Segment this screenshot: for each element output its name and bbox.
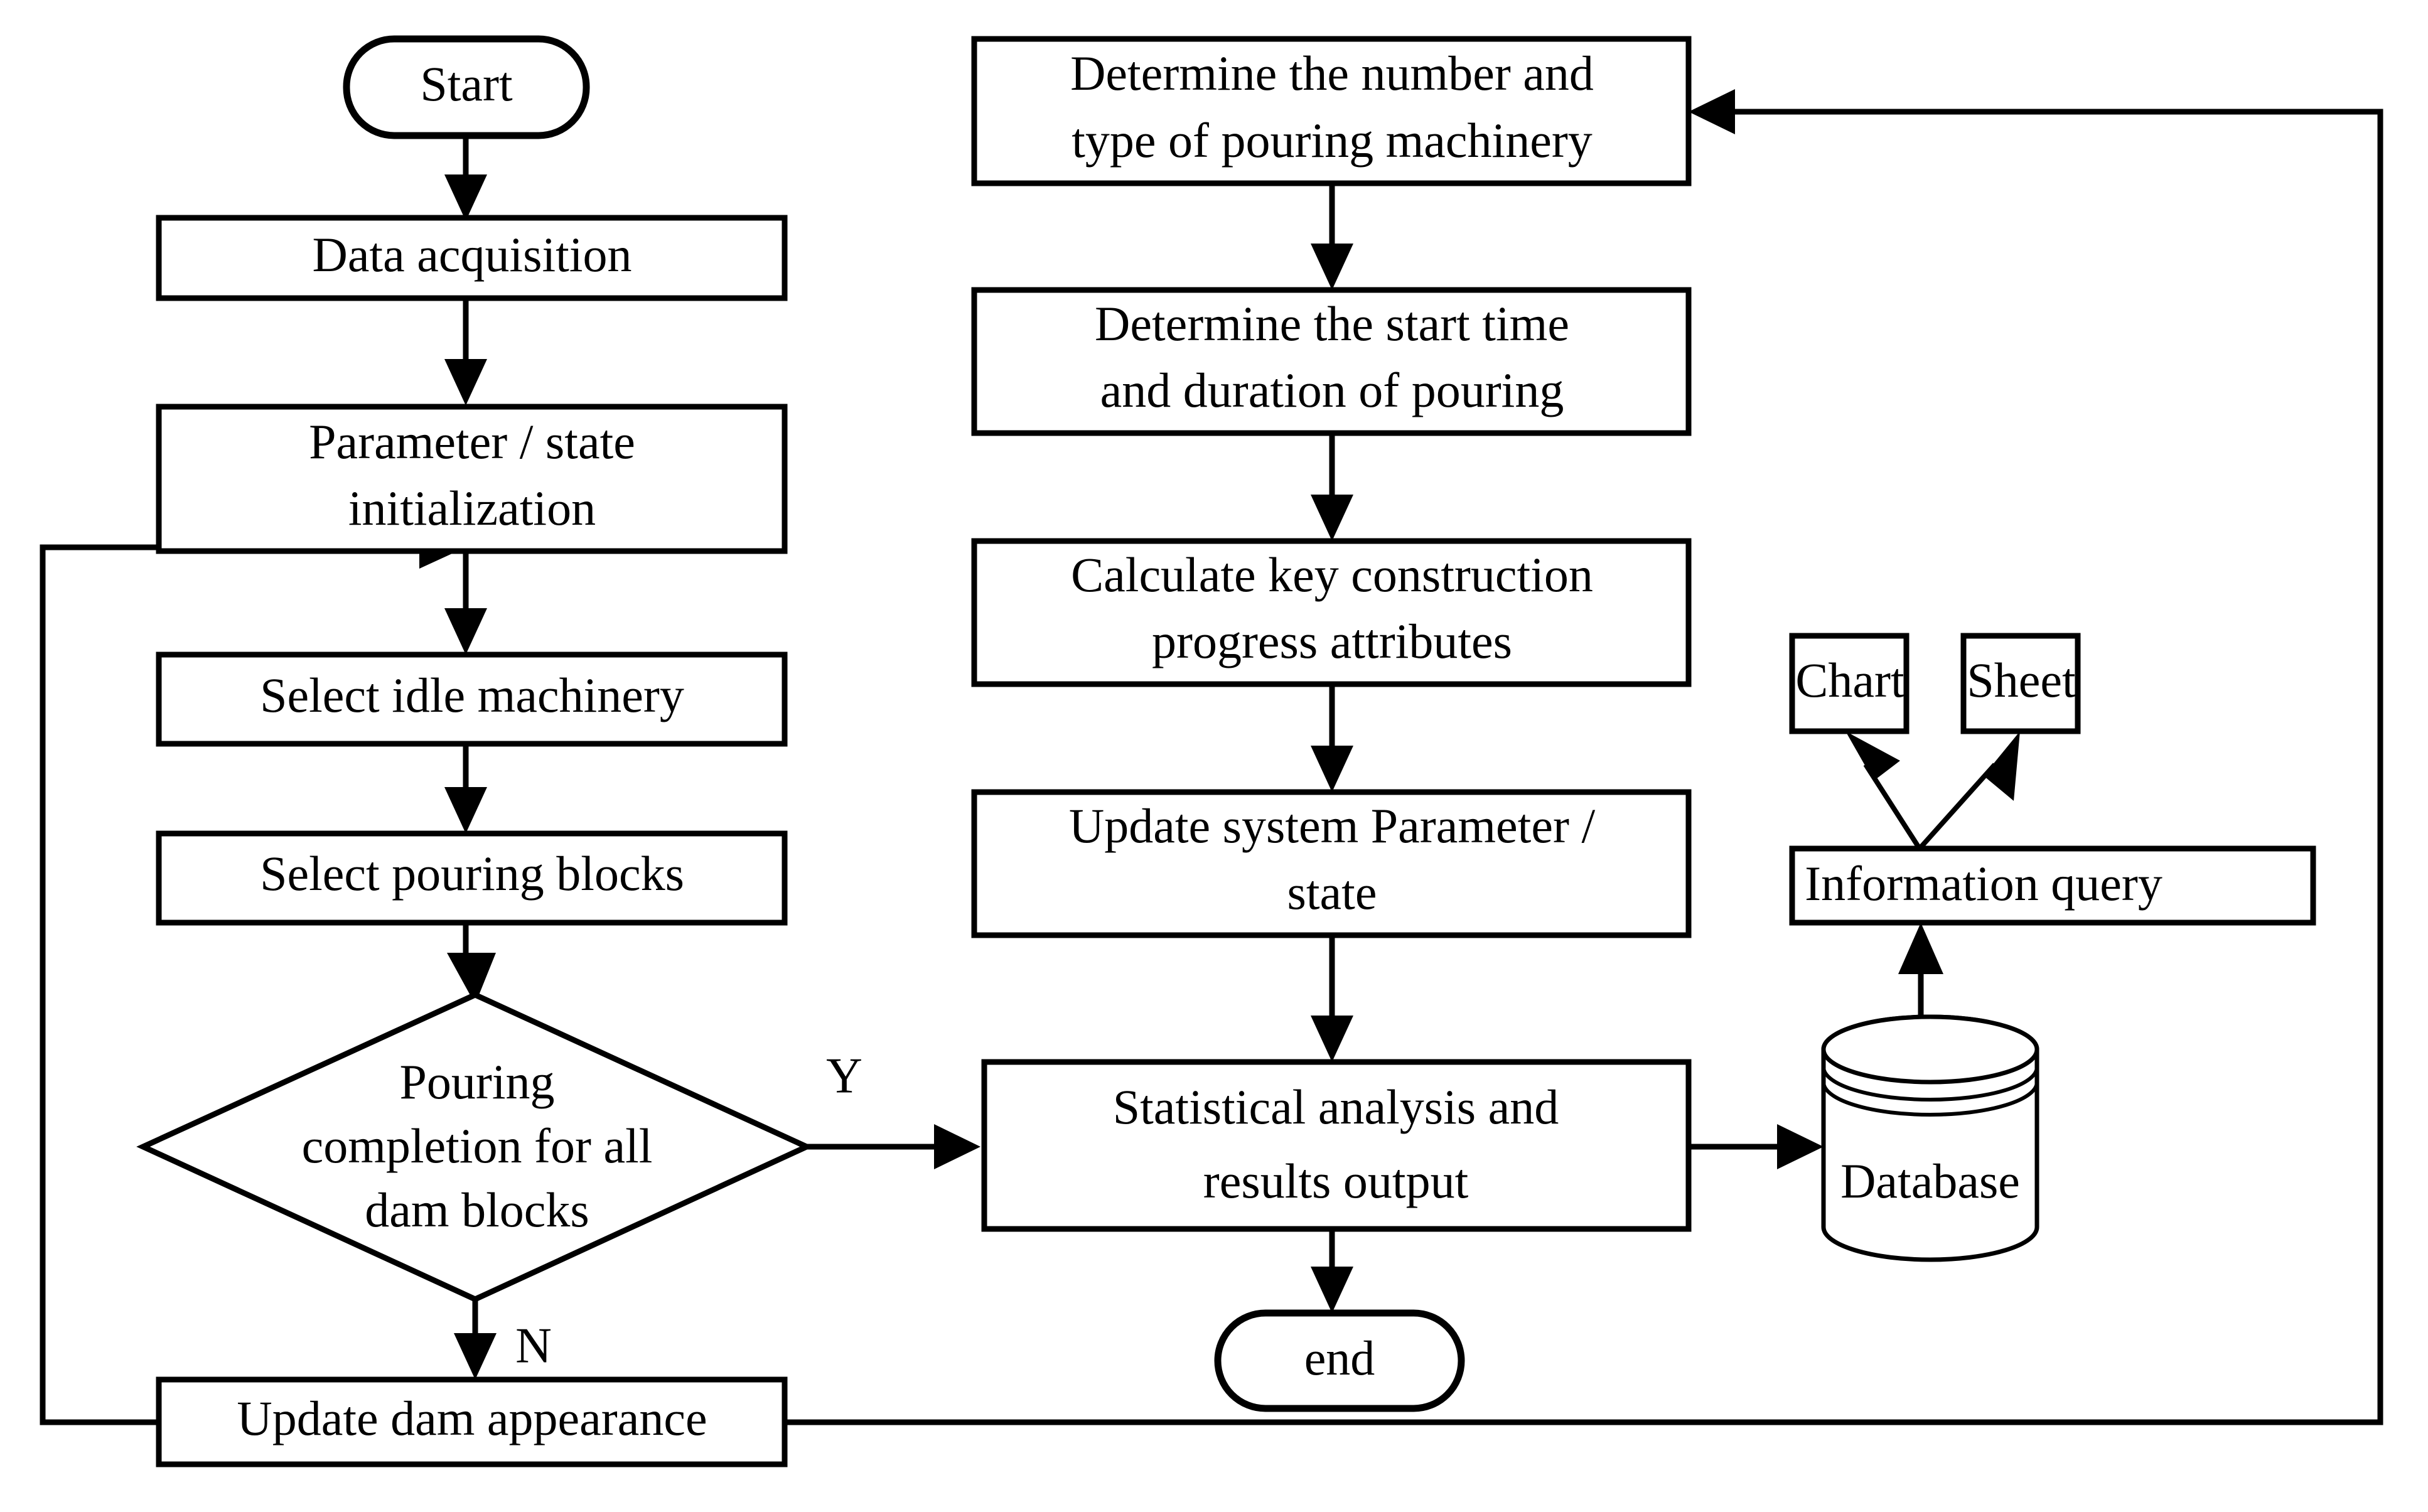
node-calculate-progress-attributes-label-line2: progress attributes	[1152, 614, 1512, 668]
node-end[interactable]: end	[1214, 1309, 1465, 1412]
node-update-system-parameter-state[interactable]: Update system Parameter / state	[971, 789, 1692, 938]
edge-information-query-to-chart	[1845, 731, 1922, 850]
node-start-label: Start	[420, 56, 513, 111]
edge-label-no: N	[515, 1318, 552, 1373]
edge-select-idle-to-select-pouring	[444, 744, 487, 834]
node-calculate-progress-attributes[interactable]: Calculate key construction progress attr…	[971, 538, 1692, 687]
node-update-dam-appearance[interactable]: Update dam appearance	[156, 1376, 788, 1467]
edge-determine-machinery-to-determine-time	[1311, 183, 1353, 290]
node-update-system-parameter-state-label-line2: state	[1287, 865, 1377, 920]
edge-update-system-to-statistical-analysis	[1311, 935, 1353, 1062]
edge-decision-no-to-update-dam-appearance	[454, 1299, 497, 1380]
node-update-dam-appearance-label: Update dam appearance	[237, 1391, 707, 1445]
edge-determine-time-to-calculate-progress	[1311, 433, 1353, 541]
node-end-label: end	[1304, 1331, 1375, 1385]
node-determine-start-time-label-line1: Determine the start time	[1095, 296, 1569, 351]
node-select-pouring-blocks[interactable]: Select pouring blocks	[156, 830, 788, 926]
node-determine-pouring-machinery-label-line2: type of pouring machinery	[1072, 113, 1593, 168]
node-determine-pouring-machinery[interactable]: Determine the number and type of pouring…	[971, 36, 1692, 186]
node-information-query-label: Information query	[1805, 856, 2162, 911]
edge-statistical-analysis-to-end	[1311, 1229, 1353, 1313]
edge-param-init-to-select-idle-machinery	[444, 550, 487, 655]
node-statistical-analysis-results-output[interactable]: Statistical analysis and results output	[981, 1059, 1692, 1232]
node-decision-label-line2: completion for all	[302, 1118, 653, 1173]
node-decision-label-line3: dam blocks	[365, 1182, 589, 1237]
node-database-label: Database	[1840, 1154, 2020, 1208]
node-parameter-state-initialization-label-line1: Parameter / state	[309, 414, 635, 469]
node-database[interactable]: Database	[1821, 1014, 2039, 1262]
node-select-pouring-blocks-label: Select pouring blocks	[260, 846, 684, 901]
node-chart-label: Chart	[1795, 653, 1904, 707]
node-determine-start-time-label-line2: and duration of pouring	[1100, 363, 1564, 417]
node-start[interactable]: Start	[343, 35, 590, 139]
node-data-acquisition-label: Data acquisition	[312, 227, 631, 282]
node-statistical-analysis-label-line2: results output	[1203, 1154, 1469, 1208]
node-select-idle-machinery[interactable]: Select idle machinery	[156, 651, 788, 747]
node-determine-start-time[interactable]: Determine the start time and duration of…	[971, 287, 1692, 436]
node-statistical-analysis-label-line1: Statistical analysis and	[1113, 1080, 1559, 1134]
node-calculate-progress-attributes-label-line1: Calculate key construction	[1071, 547, 1593, 602]
edge-decision-yes-to-statistical-analysis	[807, 1124, 980, 1169]
edge-update-dam-appearance-to-determine-machinery	[785, 89, 2383, 1425]
edge-label-yes: Y	[826, 1048, 862, 1103]
edge-start-to-data-acquisition	[444, 135, 487, 221]
node-sheet[interactable]: Sheet	[1960, 633, 2081, 734]
edge-select-pouring-to-decision	[447, 921, 496, 1004]
edge-statistical-analysis-to-database	[1689, 1124, 1824, 1169]
node-determine-pouring-machinery-label-line1: Determine the number and	[1070, 46, 1594, 100]
edge-information-query-to-sheet	[1918, 731, 2020, 850]
node-select-idle-machinery-label: Select idle machinery	[260, 668, 684, 722]
node-sheet-label: Sheet	[1967, 653, 2076, 707]
node-data-acquisition[interactable]: Data acquisition	[156, 215, 788, 301]
node-parameter-state-initialization-label-line2: initialization	[348, 481, 596, 535]
node-decision-pouring-completion[interactable]: Pouring completion for all dam blocks	[136, 992, 814, 1302]
edge-calculate-progress-to-update-system	[1311, 684, 1353, 792]
node-update-system-parameter-state-label-line1: Update system Parameter /	[1069, 798, 1596, 853]
node-parameter-state-initialization[interactable]: Parameter / state initialization	[156, 404, 788, 554]
node-decision-label-line1: Pouring	[399, 1054, 554, 1109]
edge-data-acquisition-to-param-init	[444, 296, 487, 405]
node-chart[interactable]: Chart	[1789, 633, 1910, 734]
node-information-query[interactable]: Information query	[1789, 845, 2316, 926]
